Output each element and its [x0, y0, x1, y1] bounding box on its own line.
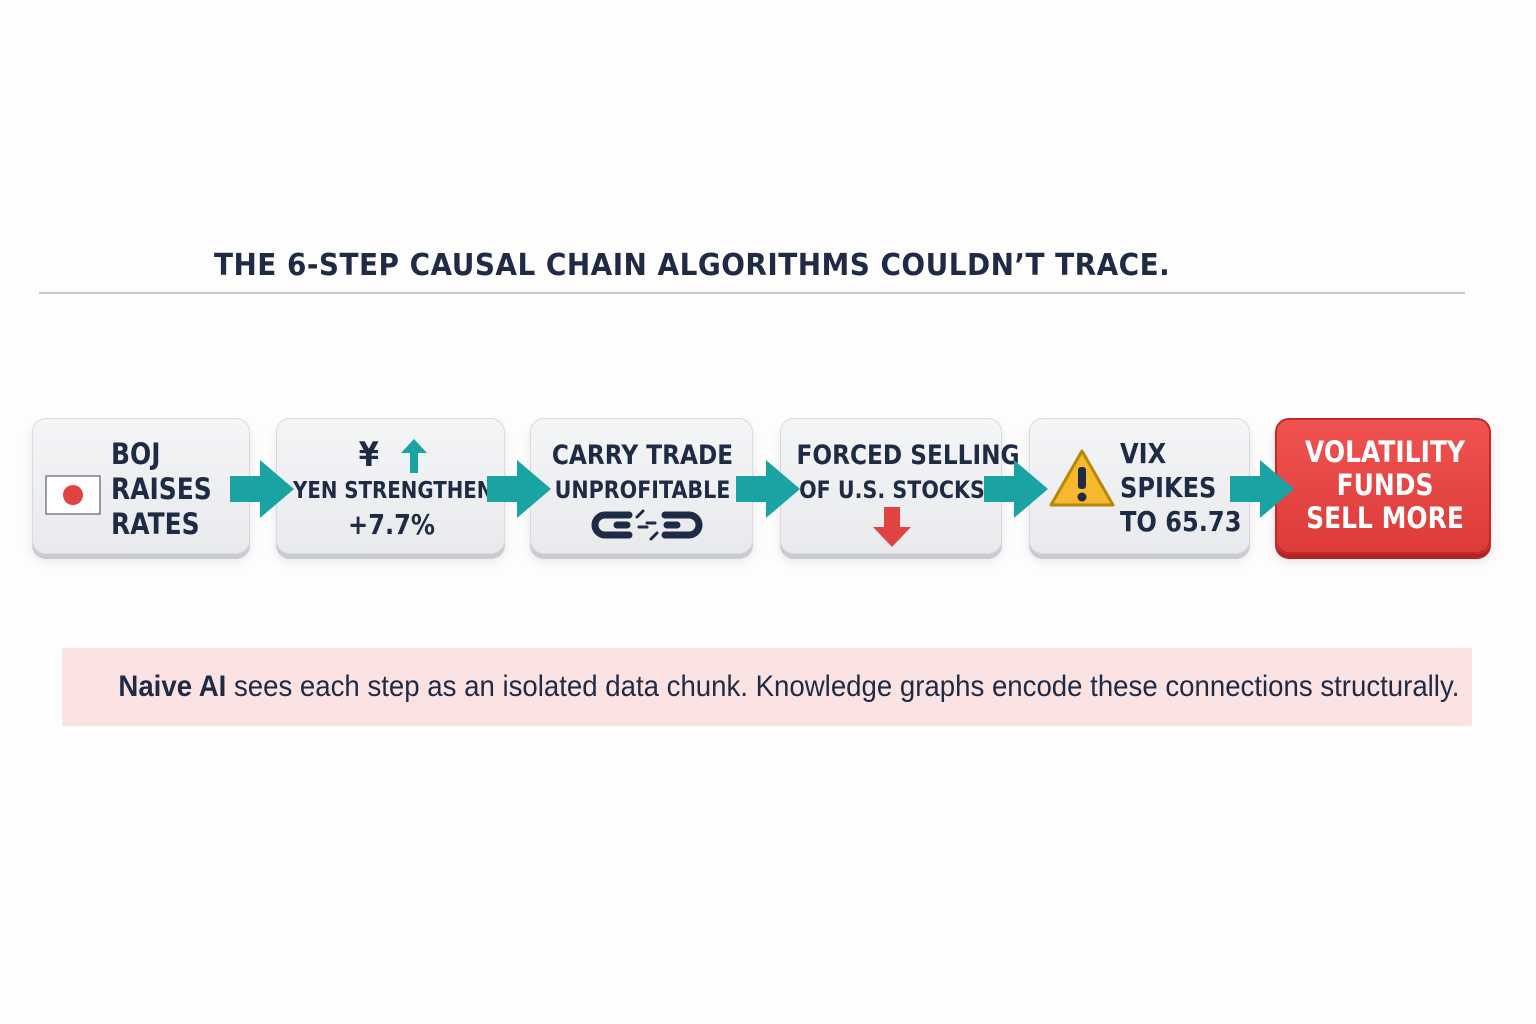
flow-arrow-icon — [736, 460, 800, 518]
step-line: FUNDS — [1336, 468, 1434, 502]
step-line: RAISES — [111, 472, 212, 506]
flow-arrow-icon — [984, 460, 1048, 518]
step-yen-strengthens: ¥ YEN STRENGTHENS +7.7% — [276, 418, 508, 554]
down-arrow-icon — [873, 507, 911, 547]
step-vix-spikes: VIX SPIKES TO 65.73 — [1029, 418, 1250, 554]
warning-icon — [1049, 449, 1115, 507]
step-line: VIX — [1120, 437, 1167, 470]
page-title: THE 6-STEP CAUSAL CHAIN ALGORITHMS COULD… — [214, 248, 1171, 283]
step-boj-raises-rates: BOJ RAISES RATES — [32, 418, 250, 554]
banner-rest: sees each step as an isolated data chunk… — [226, 670, 1460, 703]
banner-lead: Naive AI — [118, 670, 227, 703]
step-volatility-funds-sell-more: VOLATILITY FUNDS SELL MORE — [1275, 418, 1491, 554]
step-label: CARRY TRADE UNPROFITABLE — [547, 439, 739, 507]
step-line: CARRY TRADE — [551, 440, 734, 471]
step-label: YEN STRENGTHENS — [293, 478, 508, 504]
step-line: SELL MORE — [1306, 501, 1464, 535]
flow-arrow-icon — [487, 460, 551, 518]
step-label: BOJ RAISES RATES — [111, 437, 212, 542]
flow-arrow-icon — [1230, 460, 1294, 518]
step-line: BOJ — [111, 437, 161, 471]
insight-banner: Naive AI sees each step as an isolated d… — [62, 648, 1472, 726]
japan-flag-icon — [45, 475, 101, 515]
banner-text: Naive AI sees each step as an isolated d… — [118, 670, 1459, 704]
step-label: FORCED SELLING OF U.S. STOCKS — [796, 439, 1020, 507]
step-label: VOLATILITY FUNDS SELL MORE — [1292, 436, 1478, 535]
step-line: SPIKES — [1120, 471, 1217, 504]
step-value: +7.7% — [348, 508, 435, 541]
step-line: TO 65.73 — [1120, 505, 1242, 538]
step-carry-trade-unprofitable: CARRY TRADE UNPROFITABLE — [530, 418, 753, 554]
step-forced-selling: FORCED SELLING OF U.S. STOCKS — [780, 418, 1020, 554]
step-line: FORCED SELLING — [796, 440, 1020, 471]
step-line: VOLATILITY — [1305, 435, 1465, 469]
step-line: UNPROFITABLE — [554, 476, 731, 504]
flow-arrow-icon — [230, 460, 294, 518]
broken-chain-icon — [591, 509, 703, 541]
yen-symbol: ¥ — [358, 435, 380, 475]
step-label: VIX SPIKES TO 65.73 — [1120, 437, 1241, 539]
title-divider — [39, 292, 1465, 294]
step-line: OF U.S. STOCKS — [799, 476, 985, 504]
up-arrow-icon — [401, 439, 427, 473]
step-line: RATES — [111, 507, 200, 541]
